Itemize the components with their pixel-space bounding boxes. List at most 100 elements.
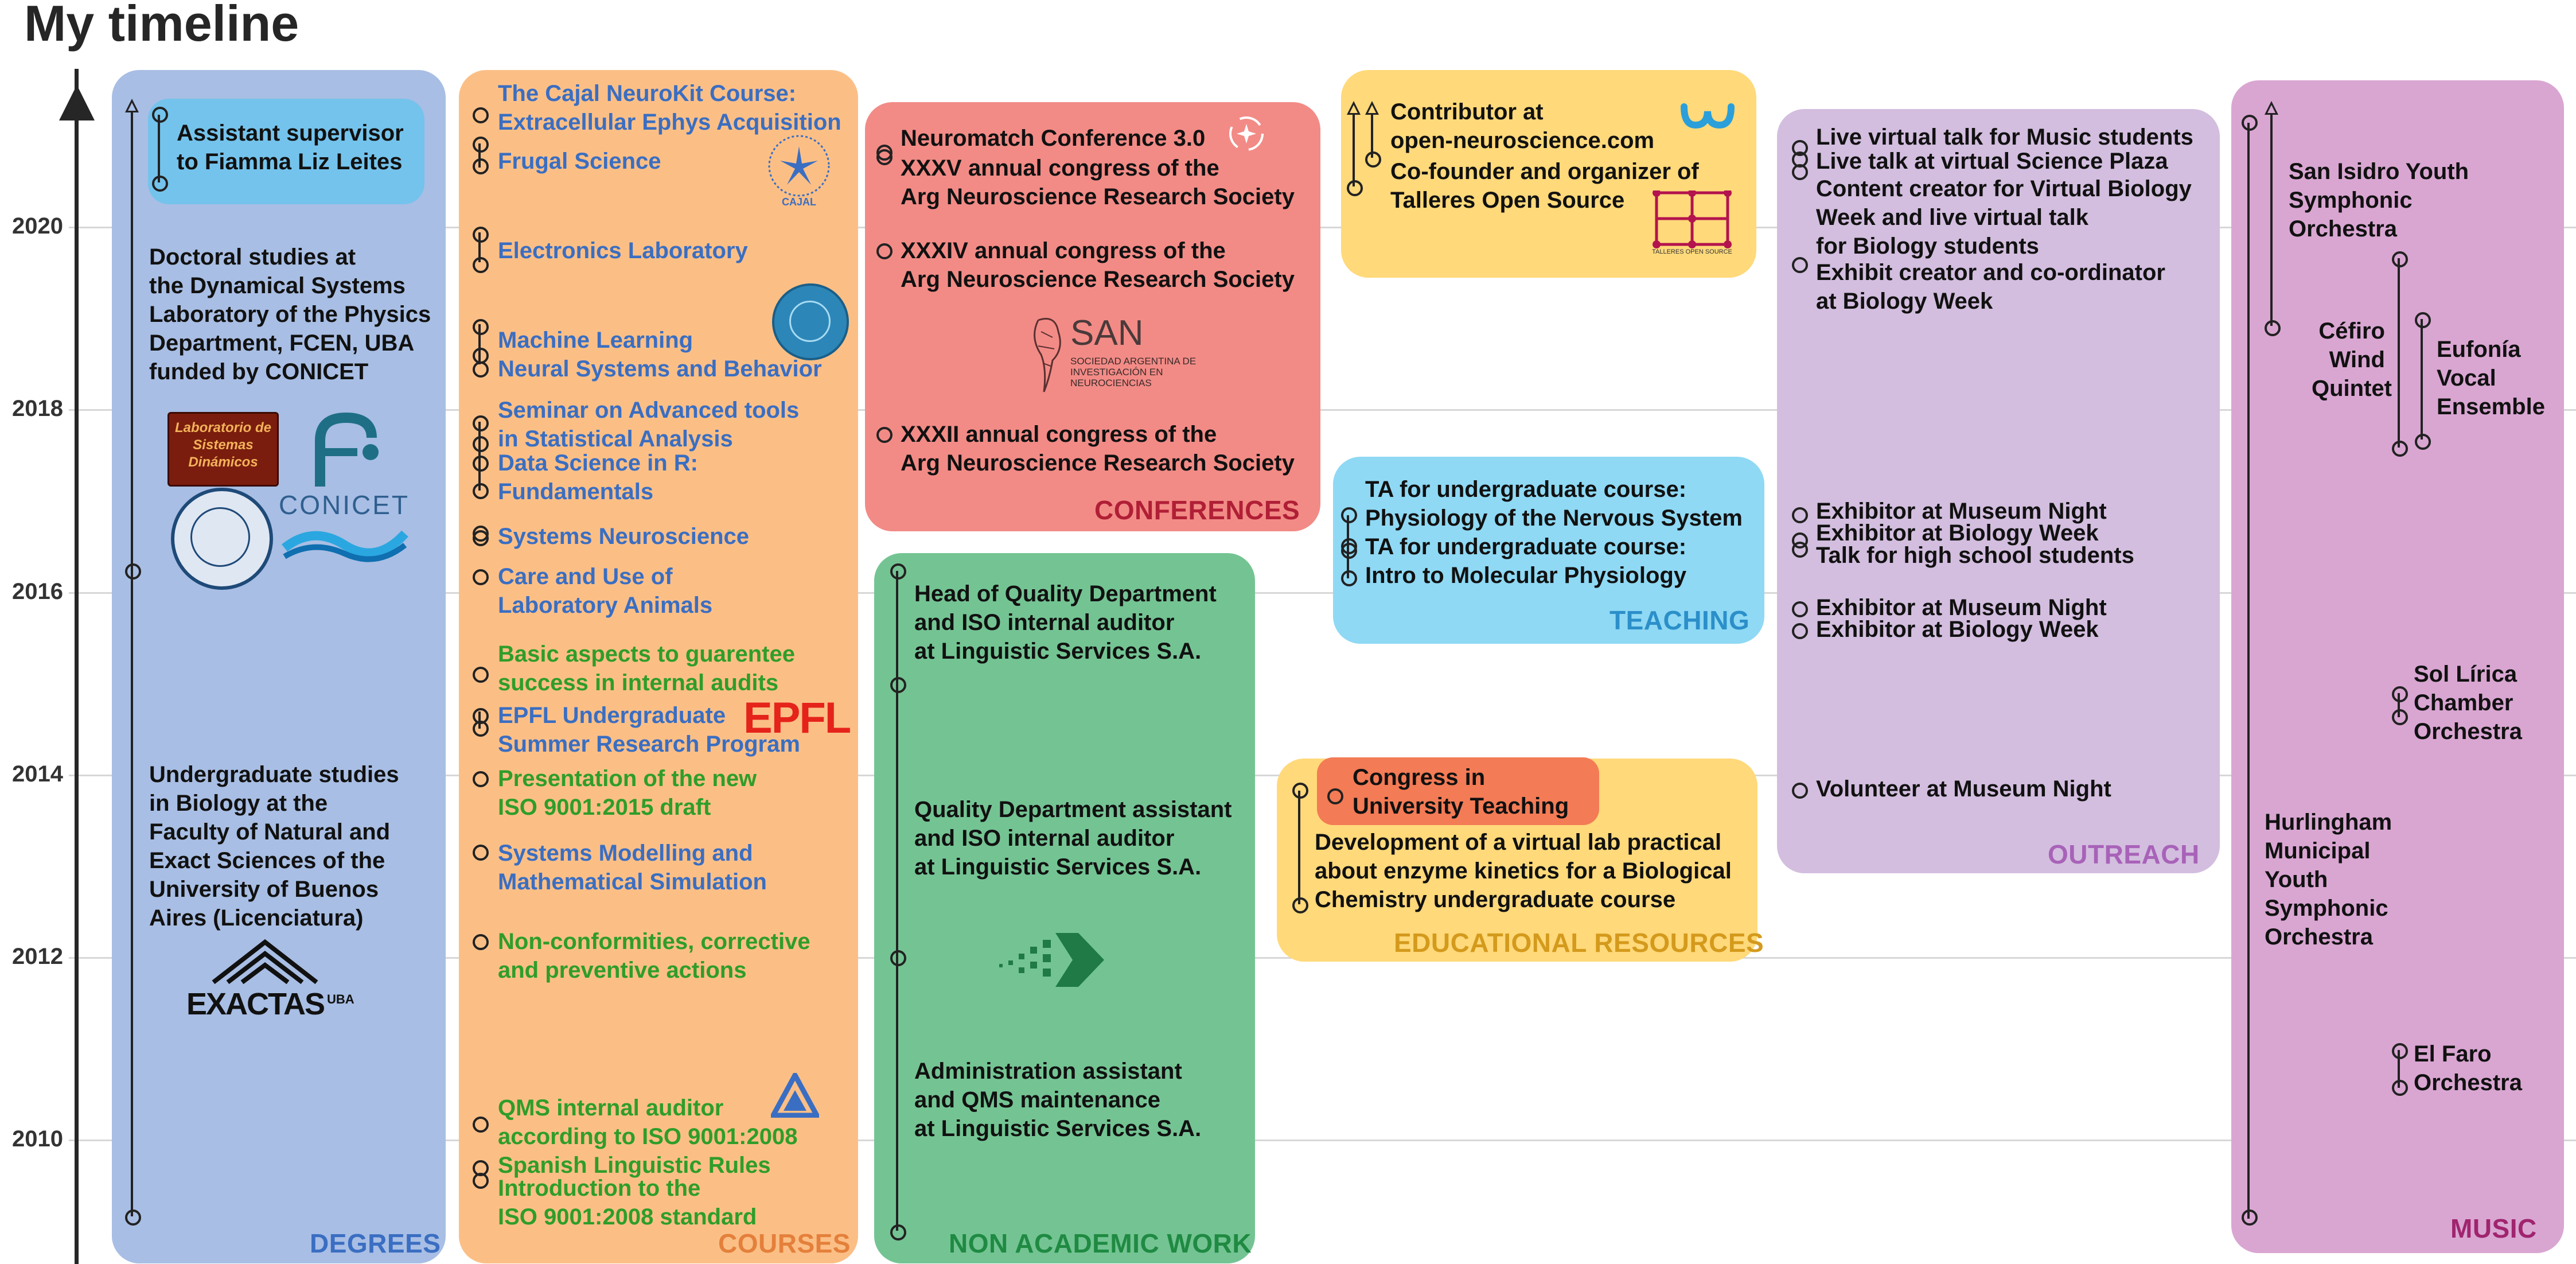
- conference-item: XXXV annual congress of the Arg Neurosci…: [901, 155, 1295, 209]
- time-axis-arrow-icon: [59, 85, 95, 120]
- conference-marker: [876, 243, 893, 259]
- outreach-marker: [1792, 257, 1808, 273]
- courses-panel: [459, 70, 858, 1263]
- course-marker: [473, 436, 489, 452]
- course-marker: [473, 361, 489, 378]
- work-marker: [890, 677, 906, 693]
- san-wordmark: SAN: [1070, 313, 1144, 353]
- course-duration-line: [478, 232, 481, 262]
- cofounder-timeline: [1371, 115, 1373, 158]
- work-item: Quality Department assistant and ISO int…: [914, 797, 1232, 880]
- uba-wordmark: UBA: [327, 992, 354, 1006]
- conference-item: Neuromatch Conference 3.0: [901, 126, 1206, 151]
- conference-item: XXXII annual congress of the Arg Neurosc…: [901, 422, 1295, 476]
- outreach-panel: [1777, 109, 2220, 873]
- work-marker: [890, 1224, 906, 1240]
- music-marker: [2392, 1043, 2408, 1059]
- outreach-item: Exhibit creator and co-ordinator at Biol…: [1816, 260, 2165, 314]
- page-title: My timeline: [24, 0, 299, 52]
- music-timeline-hurlingham: [2247, 123, 2250, 1219]
- university-seal-icon: [772, 283, 849, 360]
- conicet-wordmark: CONICET: [279, 490, 410, 520]
- outreach-marker: [1792, 542, 1808, 558]
- year-label: 2010: [12, 1126, 63, 1152]
- year-label: 2014: [12, 761, 63, 787]
- course-item: Frugal Science: [498, 149, 661, 174]
- music-timeline-el-faro: [2398, 1050, 2400, 1088]
- contributor-timeline: [1353, 115, 1355, 186]
- conference-marker: [876, 427, 893, 443]
- music-label: MUSIC: [2450, 1214, 2537, 1243]
- undergraduate-studies-text: Undergraduate studies in Biology at the …: [149, 762, 399, 931]
- course-marker: [473, 158, 489, 174]
- milestone-marker: [152, 107, 168, 123]
- pixel-arrow-icon: [992, 928, 1107, 991]
- course-marker: [473, 934, 489, 950]
- degrees-timeline: [131, 109, 133, 1216]
- work-marker: [890, 950, 906, 966]
- work-timeline: [896, 571, 898, 1231]
- work-marker: [890, 563, 906, 580]
- music-timeline-sol-lirica: [2398, 693, 2400, 717]
- course-item: Basic aspects to guarentee success in in…: [498, 641, 795, 695]
- music-item: Eufonía Vocal Ensemble: [2437, 337, 2545, 419]
- teaching-marker: [1341, 543, 1357, 559]
- course-item: Spanish Linguistic Rules: [498, 1153, 771, 1178]
- talleres-open-source-logo: TALLERES OPEN SOURCE: [1652, 189, 1732, 257]
- music-item: San Isidro Youth Symphonic Orchestra: [2289, 159, 2469, 242]
- outreach-item: Live talk at virtual Science Plaza: [1816, 149, 2168, 174]
- neuromatch-sparkle-icon: [1226, 114, 1266, 154]
- course-item: Electronics Laboratory: [498, 238, 748, 263]
- contributor-item: Contributor at open-neuroscience.com: [1390, 99, 1655, 153]
- conference-marker: [876, 149, 893, 165]
- outreach-item: Talk for high school students: [1816, 543, 2134, 568]
- course-item: Seminar on Advanced tools in Statistical…: [498, 398, 800, 452]
- san-subtitle: SOCIEDAD ARGENTINA DE INVESTIGACIÓN EN N…: [1070, 356, 1197, 388]
- epfl-logo: EPFL: [743, 694, 851, 742]
- course-item: Non-conformities, corrective and prevent…: [498, 929, 810, 983]
- ongoing-marker-icon: [125, 99, 139, 112]
- outreach-marker: [1792, 164, 1808, 180]
- year-label: 2016: [12, 579, 63, 604]
- course-item: Care and Use of Laboratory Animals: [498, 564, 713, 618]
- assistant-supervisor-text: Assistant supervisor to Fiamma Liz Leite…: [177, 120, 404, 174]
- course-item: QMS internal auditor according to ISO 90…: [498, 1095, 798, 1149]
- degrees-label: DEGREES: [310, 1228, 441, 1258]
- uba-seal-icon: [171, 488, 273, 590]
- course-marker: [473, 667, 489, 683]
- course-item: Systems Modelling and Mathematical Simul…: [498, 841, 767, 894]
- course-item: Presentation of the new ISO 9001:2015 dr…: [498, 766, 757, 820]
- course-marker: [473, 845, 489, 861]
- ongoing-marker-icon: [1347, 101, 1361, 115]
- course-item: The Cajal NeuroKit Course: Extracellular…: [498, 81, 841, 135]
- music-marker: [2392, 251, 2408, 267]
- course-marker: [473, 721, 489, 737]
- open-neuroscience-wave-icon: [1679, 95, 1736, 131]
- ongoing-marker-icon: [1365, 101, 1379, 115]
- music-item: Sol Lírica Chamber Orchestra: [2414, 662, 2522, 744]
- outreach-item: Content creator for Virtual Biology Week…: [1816, 176, 2192, 259]
- gridline-2018: [69, 409, 2576, 411]
- degrees-panel: [112, 70, 446, 1263]
- music-timeline-cefiro: [2398, 258, 2400, 448]
- music-item: Hurlingham Municipal Youth Symphonic Orc…: [2265, 810, 2392, 950]
- year-label: 2018: [12, 396, 63, 421]
- teaching-label: TEACHING: [1609, 605, 1750, 635]
- music-marker: [2265, 320, 2281, 336]
- outreach-item: Exhibitor at Biology Week: [1816, 617, 2099, 642]
- exactas-wordmark: EXACTAS: [186, 987, 325, 1021]
- outreach-label: OUTREACH: [2048, 839, 2200, 869]
- course-marker: [473, 771, 489, 787]
- teaching-item: TA for undergraduate course: Intro to Mo…: [1365, 534, 1687, 588]
- music-marker: [2392, 1080, 2408, 1096]
- course-item: EPFL Undergraduate Summer Research Progr…: [498, 703, 800, 757]
- course-marker: [473, 483, 489, 499]
- music-marker: [2415, 434, 2431, 450]
- year-label: 2020: [12, 213, 63, 239]
- music-marker: [2392, 709, 2408, 725]
- outreach-item: Live virtual talk for Music students: [1816, 125, 2193, 150]
- ongoing-marker-icon: [2265, 101, 2278, 115]
- course-marker: [473, 137, 489, 153]
- non-academic-work-label: NON ACADEMIC WORK: [949, 1228, 1252, 1258]
- music-timeline-eufonia: [2421, 319, 2423, 440]
